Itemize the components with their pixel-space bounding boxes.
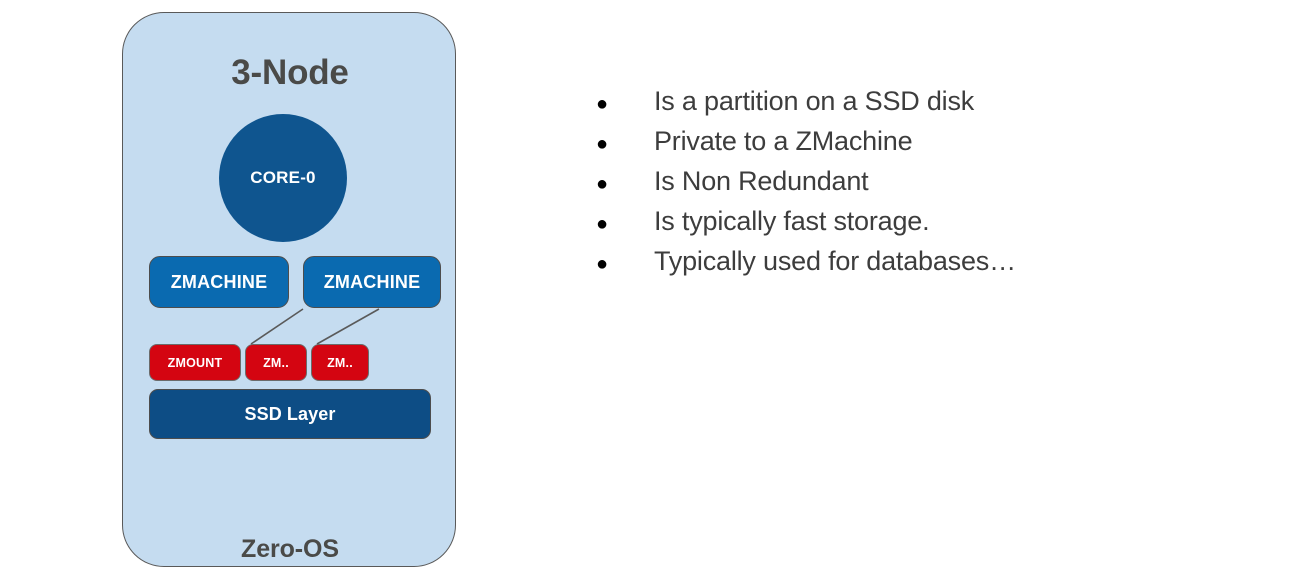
zmount-box-3: ZM.. xyxy=(311,344,369,381)
list-item: ● Typically used for databases… xyxy=(596,246,1236,286)
ssd-layer-bar: SSD Layer xyxy=(149,389,431,439)
zmount-box-1: ZMOUNT xyxy=(149,344,241,381)
zmachine-label-2: ZMACHINE xyxy=(323,271,421,292)
bullet-list: ● Is a partition on a SSD disk ● Private… xyxy=(596,86,1236,286)
zmachine-box-2: ZMACHINE xyxy=(303,256,441,308)
ssd-layer-label: SSD Layer xyxy=(244,403,336,424)
list-item: ● Is Non Redundant xyxy=(596,166,1236,206)
zmount-label-1: ZMOUNT xyxy=(167,355,223,370)
zmount-label-3: ZM.. xyxy=(327,355,353,370)
list-item-text: Is a partition on a SSD disk xyxy=(654,86,975,116)
list-item: ● Private to a ZMachine xyxy=(596,126,1236,166)
list-item-text: Is typically fast storage. xyxy=(654,206,930,236)
zmachine-label-1: ZMACHINE xyxy=(170,271,268,292)
list-item-text: Typically used for databases… xyxy=(654,246,1016,276)
zero-os-label: Zero-OS xyxy=(241,535,339,563)
list-item: ● Is typically fast storage. xyxy=(596,206,1236,246)
zmachine-box-1: ZMACHINE xyxy=(149,256,289,308)
bullet-point-icon: ● xyxy=(596,93,609,115)
list-item-text: Private to a ZMachine xyxy=(654,126,913,156)
node-title: 3-Node xyxy=(231,53,349,92)
bullet-point-icon: ● xyxy=(596,173,609,195)
bullet-point-icon: ● xyxy=(596,253,609,275)
core-label: CORE-0 xyxy=(250,168,316,187)
zmount-label-2: ZM.. xyxy=(263,355,289,370)
connector-line-zmachine2-to-zmount2 xyxy=(250,308,304,345)
connector-line-zmachine2-to-zmount3 xyxy=(316,308,380,345)
zmount-box-2: ZM.. xyxy=(245,344,307,381)
list-item-text: Is Non Redundant xyxy=(654,166,869,196)
bullet-point-icon: ● xyxy=(596,133,609,155)
node-container: 3-Node CORE-0 ZMACHINE ZMACHINE ZMOUNT Z… xyxy=(122,12,456,567)
list-item: ● Is a partition on a SSD disk xyxy=(596,86,1236,126)
core-circle: CORE-0 xyxy=(219,114,347,242)
bullet-point-icon: ● xyxy=(596,213,609,235)
